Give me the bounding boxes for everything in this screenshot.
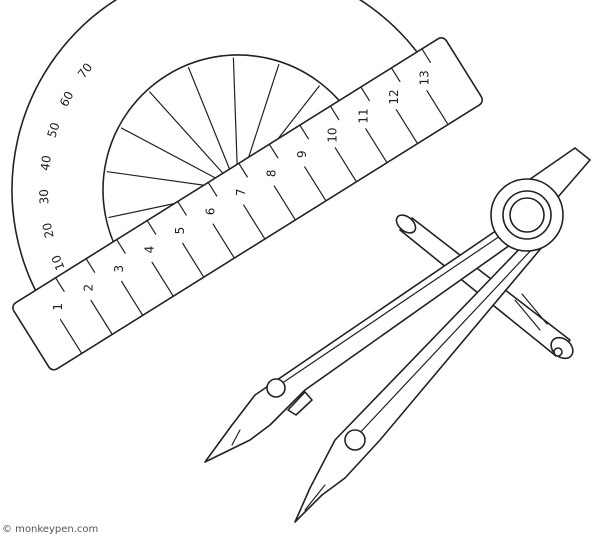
ruler-tick-minor [146,219,157,235]
ruler-body [12,37,484,371]
ruler-tick-minor [177,200,187,216]
ruler-tick [59,318,83,355]
ruler-tick [151,261,174,297]
ruler-label: 5 [173,227,187,235]
ruler-label: 13 [417,70,431,85]
protractor-label: 60 [57,89,77,109]
ruler-tick-minor [55,277,65,292]
protractor-label: 20 [40,221,57,239]
protractor-label: 30 [37,189,52,205]
ruler-tick-minor [360,86,370,102]
ruler-label: 9 [295,150,309,158]
ruler-tick [304,166,327,202]
ruler-tick [182,242,205,278]
ruler-tick-minor [421,48,432,64]
ruler-tick-minor [207,181,218,197]
protractor-label: 10 [49,253,68,272]
ruler-label: 3 [112,265,126,273]
protractor-label: 40 [38,154,54,171]
ruler-tick-minor [85,258,96,273]
ruler-tick-minor [390,67,401,83]
ruler-label: 12 [387,89,401,104]
ruler-tick [120,280,144,316]
ruler-tick-minor [268,143,279,159]
ruler-tick [395,109,419,145]
ruler-label: 4 [143,246,157,254]
compass-leg-right [294,237,549,523]
compass-leg-left [204,227,521,463]
ruler-label: 10 [326,127,340,142]
ruler-tick [243,204,266,240]
watermark: © monkeypen.com [2,524,99,535]
ruler-tick [212,223,235,259]
ruler-tick [90,299,113,335]
ruler-tick [273,185,296,221]
ruler-label: 6 [204,208,218,216]
ruler-tick-minor [299,124,309,140]
ruler-tick-minor [116,239,126,254]
ruler-tick-minor [238,162,248,178]
ruler-tick [334,147,358,183]
protractor-label: 50 [45,121,63,140]
ruler-label: 2 [81,284,95,292]
compass [204,147,591,523]
ruler-label: 11 [356,108,370,123]
ruler-label: 1 [51,303,65,311]
ruler-label: 7 [234,189,248,197]
ruler-label: 8 [265,169,279,177]
ruler-tick [365,128,388,164]
ruler-tick [426,90,449,126]
ruler-tick-minor [329,105,340,121]
